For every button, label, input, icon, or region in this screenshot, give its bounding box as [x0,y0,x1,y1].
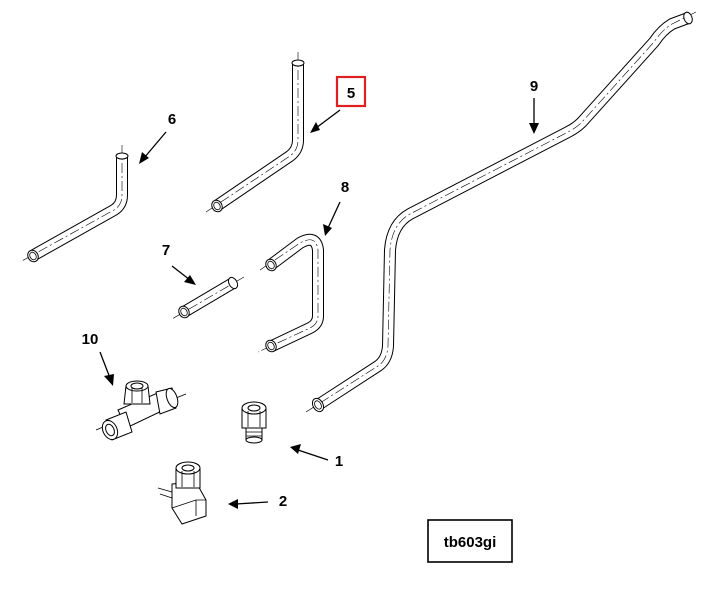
part-9-tube[interactable] [305,11,697,414]
arrow-9 [529,98,539,134]
callout-6[interactable]: 6 [168,111,176,128]
callout-7[interactable]: 7 [162,242,170,259]
callout-5[interactable]: 5 [347,85,355,102]
arrow-10 [99,351,114,386]
callout-5-highlight [335,75,367,108]
callout-1[interactable]: 1 [335,453,343,470]
arrow-6 [139,131,167,164]
callout-10[interactable]: 10 [82,331,99,348]
callout-2[interactable]: 2 [279,493,287,510]
part-8-tube[interactable] [257,233,324,354]
part-1-straight-fitting[interactable] [241,401,267,444]
arrow-2 [228,499,269,509]
reference-code: tb603gi [444,534,497,551]
arrow-8 [323,201,341,236]
part-10-tee-fitting[interactable] [95,380,187,442]
part-5-tube[interactable] [205,52,305,214]
reference-code-box [427,519,513,563]
arrow-1 [290,444,329,461]
part-7-tube[interactable] [171,276,245,320]
callout-8[interactable]: 8 [341,179,349,196]
arrow-7 [171,265,196,285]
part-6-tube[interactable] [19,145,129,264]
callout-9[interactable]: 9 [530,78,538,95]
part-2-elbow-fitting[interactable] [157,461,207,525]
arrow-5 [310,109,341,133]
